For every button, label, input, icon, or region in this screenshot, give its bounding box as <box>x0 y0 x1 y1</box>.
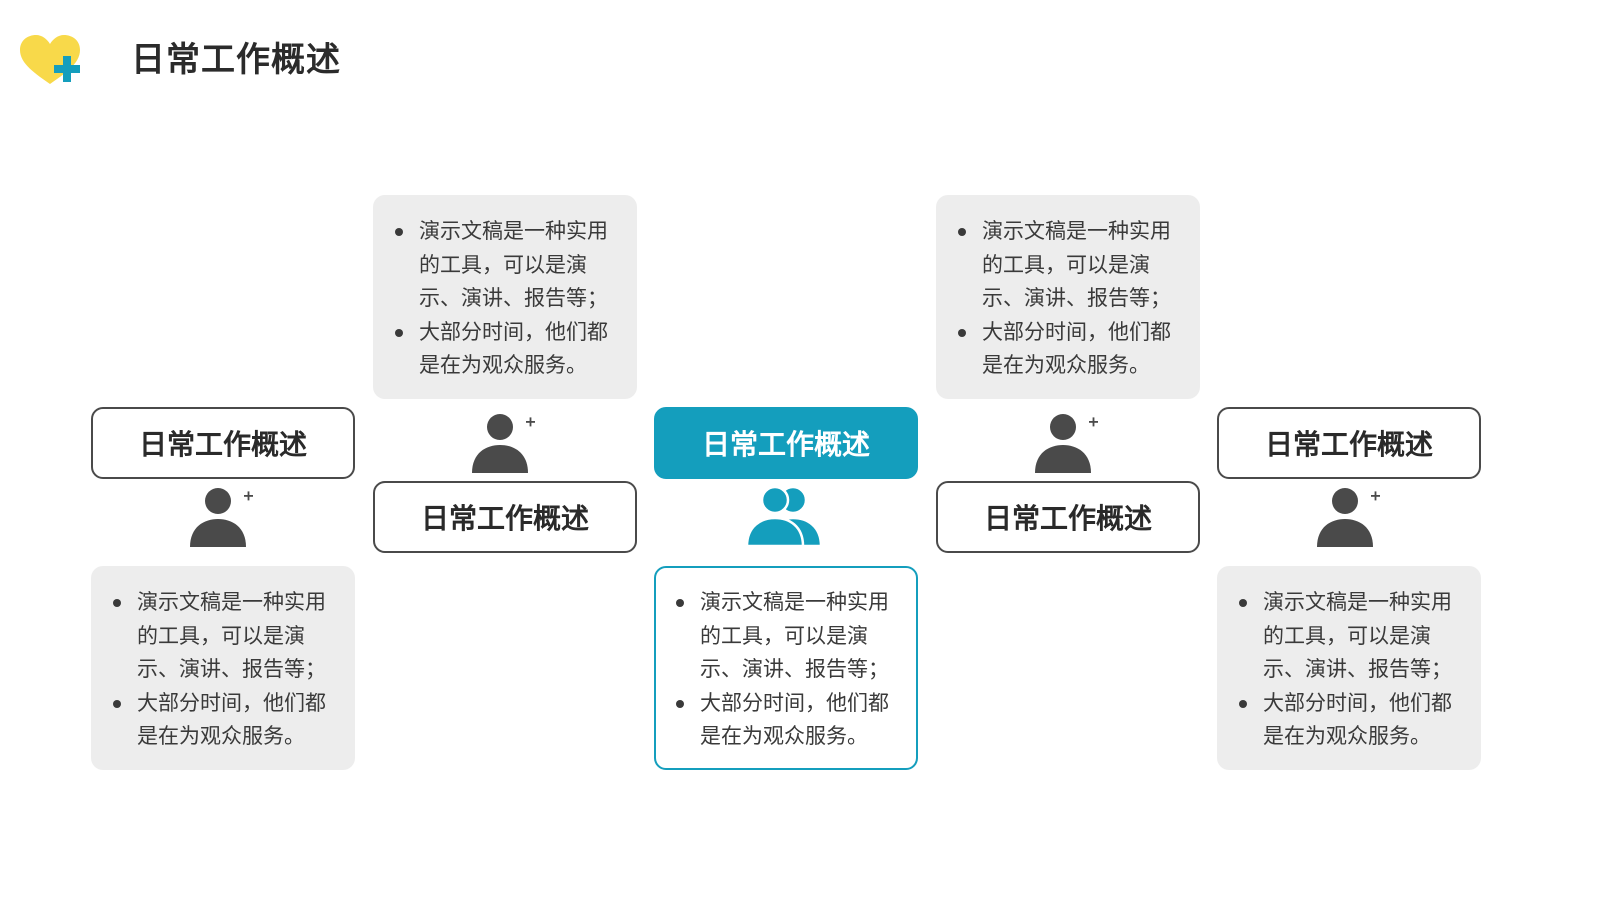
card-1-title: 日常工作概述 <box>91 407 355 479</box>
bullet-item: 大部分时间，他们都是在为观众服务。 <box>1237 687 1467 754</box>
person-plus-icon <box>190 488 253 547</box>
bullet-item: 演示文稿是一种实用的工具，可以是演示、演讲、报告等； <box>393 215 623 316</box>
group-icon <box>745 485 823 548</box>
heart-plus-icon <box>20 35 80 84</box>
card-2-title: 日常工作概述 <box>373 481 637 553</box>
bullet-item: 演示文稿是一种实用的工具，可以是演示、演讲、报告等； <box>674 586 904 687</box>
person-plus-icon <box>1035 414 1098 473</box>
card-2-description: 演示文稿是一种实用的工具，可以是演示、演讲、报告等； 大部分时间，他们都是在为观… <box>373 195 637 399</box>
card-3-description: 演示文稿是一种实用的工具，可以是演示、演讲、报告等； 大部分时间，他们都是在为观… <box>654 566 918 770</box>
bullet-item: 大部分时间，他们都是在为观众服务。 <box>111 687 341 754</box>
card-1-description: 演示文稿是一种实用的工具，可以是演示、演讲、报告等； 大部分时间，他们都是在为观… <box>91 566 355 770</box>
bullet-item: 演示文稿是一种实用的工具，可以是演示、演讲、报告等； <box>1237 586 1467 687</box>
bullet-item: 大部分时间，他们都是在为观众服务。 <box>674 687 904 754</box>
card-5-title: 日常工作概述 <box>1217 407 1481 479</box>
card-5-description: 演示文稿是一种实用的工具，可以是演示、演讲、报告等； 大部分时间，他们都是在为观… <box>1217 566 1481 770</box>
card-4-title: 日常工作概述 <box>936 481 1200 553</box>
bullet-item: 大部分时间，他们都是在为观众服务。 <box>393 316 623 383</box>
person-plus-icon <box>472 414 535 473</box>
bullet-item: 大部分时间，他们都是在为观众服务。 <box>956 316 1186 383</box>
card-4-description: 演示文稿是一种实用的工具，可以是演示、演讲、报告等； 大部分时间，他们都是在为观… <box>936 195 1200 399</box>
bullet-item: 演示文稿是一种实用的工具，可以是演示、演讲、报告等； <box>111 586 341 687</box>
card-3-title: 日常工作概述 <box>654 407 918 479</box>
page-title: 日常工作概述 <box>131 40 341 80</box>
person-plus-icon <box>1317 488 1380 547</box>
bullet-item: 演示文稿是一种实用的工具，可以是演示、演讲、报告等； <box>956 215 1186 316</box>
